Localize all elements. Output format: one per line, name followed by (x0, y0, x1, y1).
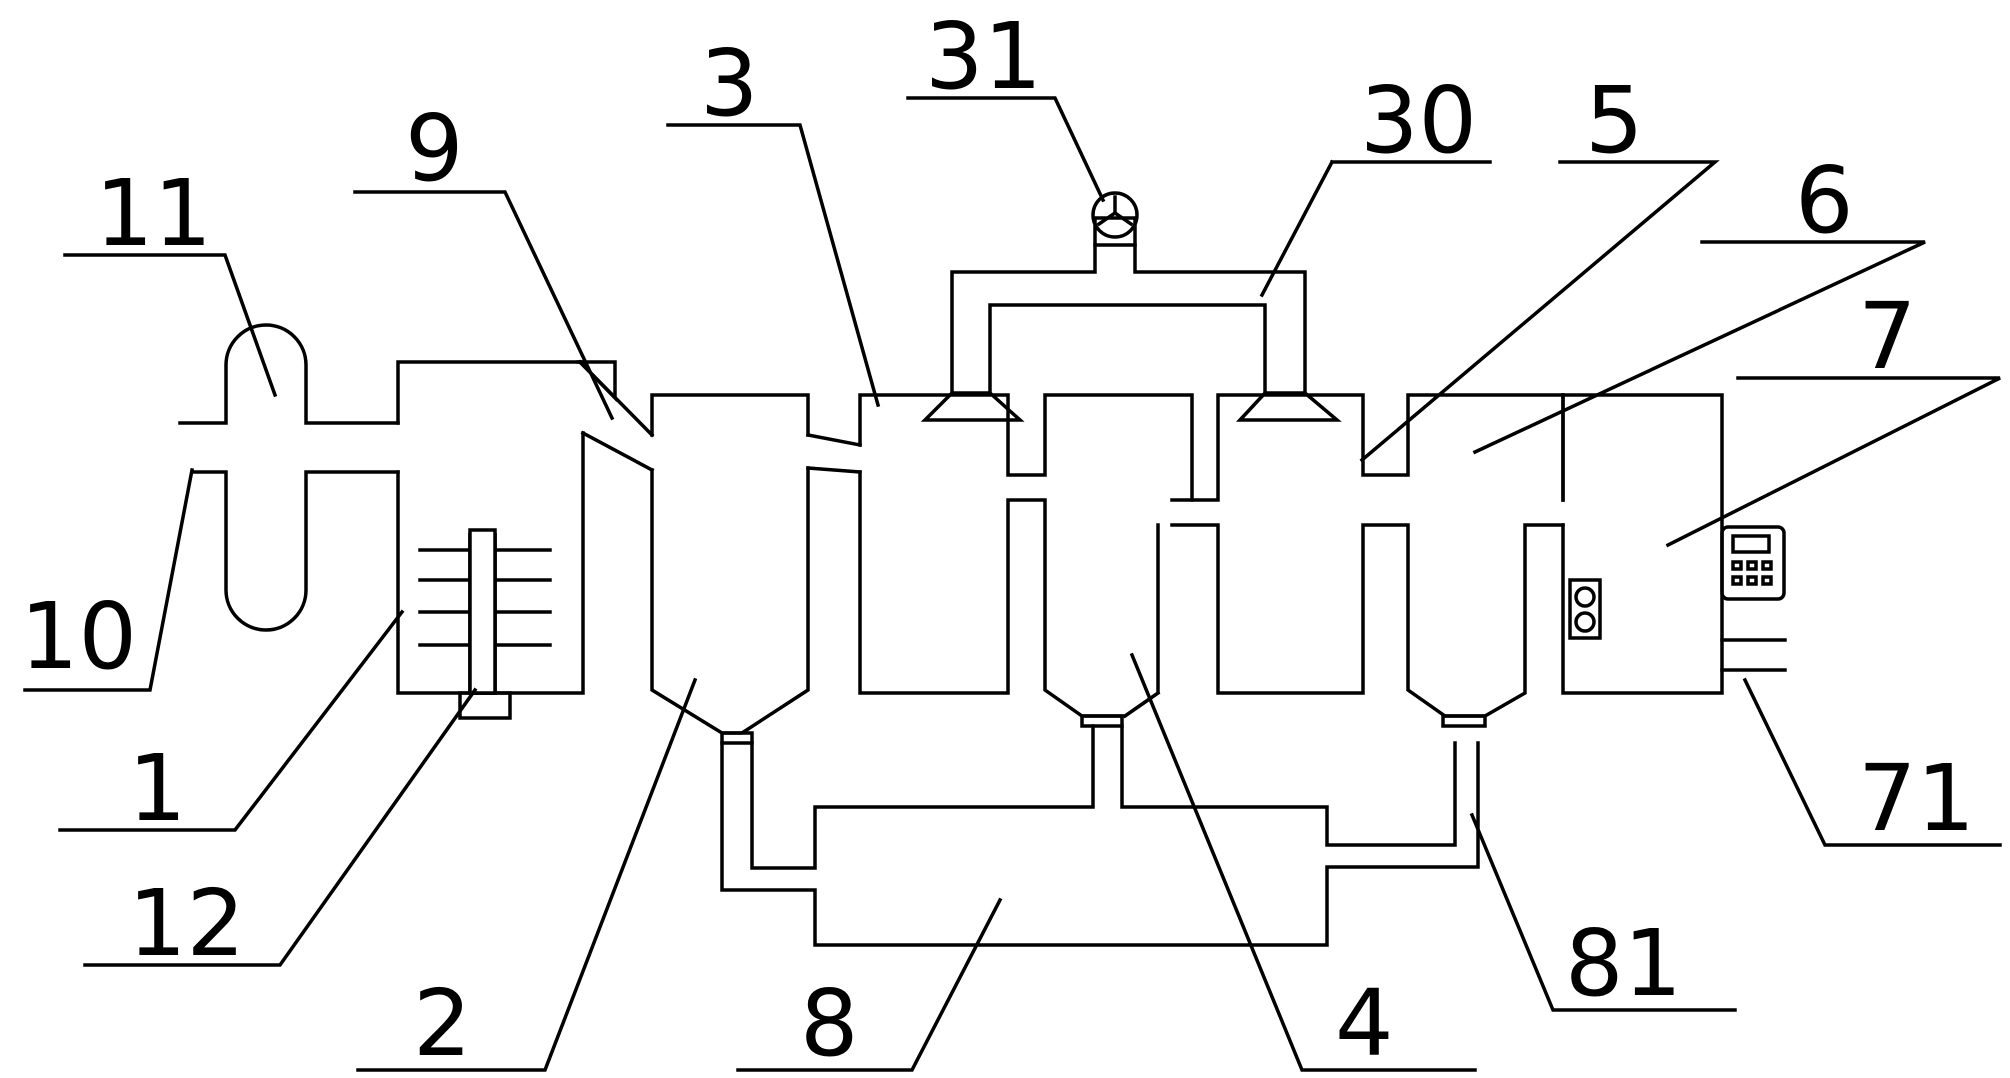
label-10: 10 (20, 583, 137, 690)
label-11: 11 (95, 160, 212, 267)
label-8: 8 (800, 970, 859, 1077)
label-71: 71 (1858, 745, 1975, 852)
pipe-2-to-3 (805, 432, 863, 474)
component-5-tank (1170, 393, 1565, 728)
component-3-tank (858, 393, 1194, 718)
label-7: 7 (1858, 283, 1917, 390)
component-8-collector (720, 724, 1480, 947)
component-30-exhaust-manifold (920, 243, 1342, 422)
label-3: 3 (700, 30, 759, 137)
component-4-conical-tank (1080, 690, 1161, 728)
component-11-u-pipe (178, 323, 400, 632)
control-panel (1720, 525, 1786, 601)
label-31: 31 (925, 3, 1042, 110)
component-2-conical-tank (650, 393, 810, 745)
leader-lines (23, 96, 2002, 1072)
label-6: 6 (1795, 147, 1854, 254)
stirrer-shaft (418, 528, 552, 720)
label-30: 30 (1360, 67, 1477, 174)
reference-labels: 11 10 9 1 12 2 8 4 81 71 3 31 30 5 6 7 (20, 3, 1975, 1077)
label-9: 9 (405, 95, 464, 202)
label-1: 1 (128, 735, 187, 842)
gauge-knobs (1568, 578, 1602, 640)
component-1-stirred-tank (396, 360, 617, 720)
label-12: 12 (128, 870, 245, 977)
component-31-fan (1091, 191, 1139, 247)
label-5: 5 (1585, 67, 1644, 174)
label-81: 81 (1565, 910, 1682, 1017)
label-4: 4 (1335, 970, 1394, 1077)
component-7-control-tank (1561, 393, 1787, 695)
label-2: 2 (413, 970, 472, 1077)
